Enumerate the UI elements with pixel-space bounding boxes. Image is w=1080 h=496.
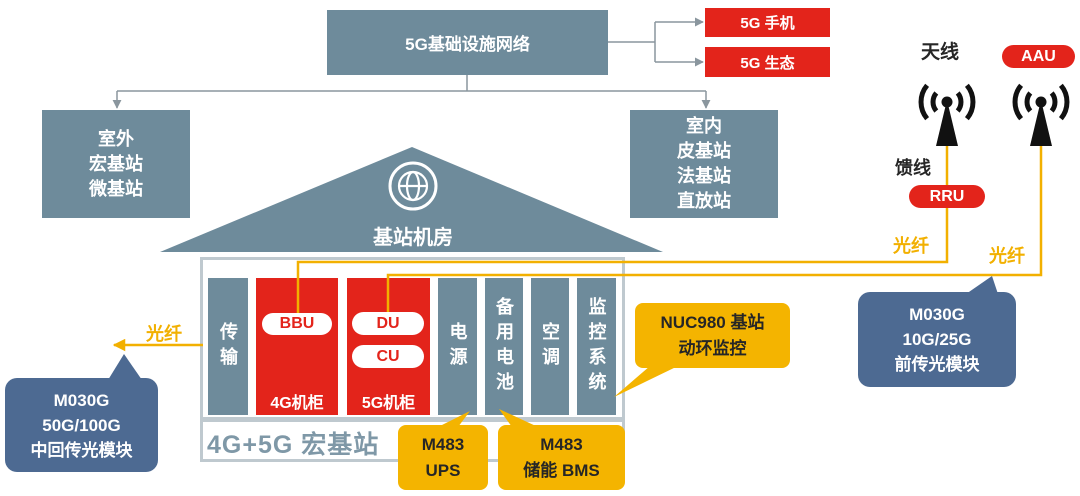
bms-module-name: M483: [540, 434, 583, 454]
backhaul-module-name: M030G: [53, 390, 110, 410]
5g-phone-box: 5G 手机: [705, 8, 830, 37]
macro-site-label: 宏基站: [89, 153, 143, 174]
network-to-sites-connector: [117, 75, 706, 92]
monitoring-system-column: 监控系统: [577, 278, 616, 415]
antenna-mast: [936, 100, 958, 146]
backhaul-optical-module-callout: M030G 50G/100G 中回传光模块: [5, 378, 158, 472]
air-conditioning-label: 空调: [540, 321, 560, 372]
antenna-emitter: [941, 96, 953, 108]
5g-infrastructure-network-box: 5G基础设施网络: [327, 10, 608, 75]
antenna-mast: [1030, 100, 1052, 146]
aau-antenna-icon: [1012, 83, 1070, 146]
network-to-terminals-connector: [608, 22, 656, 62]
antenna-label: 天线: [921, 42, 960, 63]
rru-antenna-icon: [918, 83, 976, 146]
repeater-label: 直放站: [677, 191, 731, 211]
machine-room-title: 基站机房: [373, 227, 453, 249]
monitoring-system-label: 监控系统: [586, 296, 607, 397]
antenna-waves-right: [1049, 83, 1070, 121]
antenna-waves-right: [955, 83, 976, 121]
fiber-rru-label: 光纤: [893, 236, 929, 256]
fiber-aau-label: 光纤: [989, 246, 1025, 266]
ups-module-callout: M483 UPS: [398, 425, 488, 490]
backup-battery-label: 备用电池: [494, 296, 514, 397]
feeder-label: 馈线: [895, 158, 931, 178]
du-label: DU: [376, 314, 400, 332]
outdoor-title: 室外: [98, 128, 134, 149]
rru-label: RRU: [929, 187, 965, 205]
micro-site-label: 微基站: [89, 178, 143, 199]
bbu-label: BBU: [279, 315, 315, 332]
globe-icon: [388, 161, 438, 211]
transmission-column: 传输: [208, 278, 248, 415]
cabinet-5g-label: 5G机柜: [361, 395, 416, 412]
backup-battery-column: 备用电池: [485, 278, 523, 415]
monitoring-module-desc: 动环监控: [678, 338, 747, 358]
cu-label: CU: [376, 347, 400, 365]
aau-label: AAU: [1021, 47, 1056, 65]
fiber-backhaul-label: 光纤: [146, 324, 182, 344]
5g-ecosystem-label: 5G 生态: [740, 54, 795, 72]
air-conditioning-column: 空调: [531, 278, 569, 415]
antenna-waves-left: [918, 83, 939, 121]
cabinet-4g-label: 4G机柜: [270, 395, 324, 412]
transmission-label: 传输: [218, 321, 238, 372]
aau-badge: AAU: [1002, 45, 1075, 68]
outdoor-sites-box: 室外 宏基站 微基站: [42, 110, 190, 218]
5g-ecosystem-box: 5G 生态: [705, 47, 830, 77]
indoor-title: 室内: [686, 116, 722, 136]
indoor-sites-box: 室内 皮基站 法基站 直放站: [630, 110, 778, 218]
ups-module-name: M483: [421, 434, 465, 454]
cu-unit: CU: [352, 345, 424, 368]
fronthaul-module-name: M030G: [909, 305, 965, 324]
femto-site-label: 法基站: [677, 166, 731, 186]
monitoring-module-callout: NUC980 基站 动环监控: [635, 303, 790, 368]
network-title: 5G基础设施网络: [405, 35, 530, 54]
rru-badge: RRU: [909, 185, 985, 208]
backhaul-module-desc: 中回传光模块: [30, 440, 133, 460]
bms-module-callout: M483 储能 BMS: [498, 425, 625, 490]
antenna-emitter: [1035, 96, 1047, 108]
ups-module-desc: UPS: [425, 460, 461, 480]
antenna-waves-left: [1012, 83, 1033, 121]
bms-module-desc: 储能 BMS: [523, 460, 600, 480]
5g-phone-label: 5G 手机: [740, 15, 795, 32]
power-column: 电源: [438, 278, 477, 415]
fronthaul-module-rate: 10G/25G: [902, 330, 972, 349]
pico-site-label: 皮基站: [677, 141, 731, 161]
backhaul-module-rate: 50G/100G: [42, 415, 121, 435]
macro-station-label: 4G+5G 宏基站: [207, 431, 380, 459]
power-label: 电源: [447, 321, 468, 372]
bbu-unit: BBU: [262, 313, 332, 335]
monitoring-module-name: NUC980 基站: [660, 312, 765, 332]
fronthaul-module-desc: 前传光模块: [894, 355, 980, 374]
fronthaul-optical-module-callout: M030G 10G/25G 前传光模块: [858, 292, 1016, 387]
cabinet-floor: [203, 417, 622, 422]
du-unit: DU: [352, 312, 424, 335]
